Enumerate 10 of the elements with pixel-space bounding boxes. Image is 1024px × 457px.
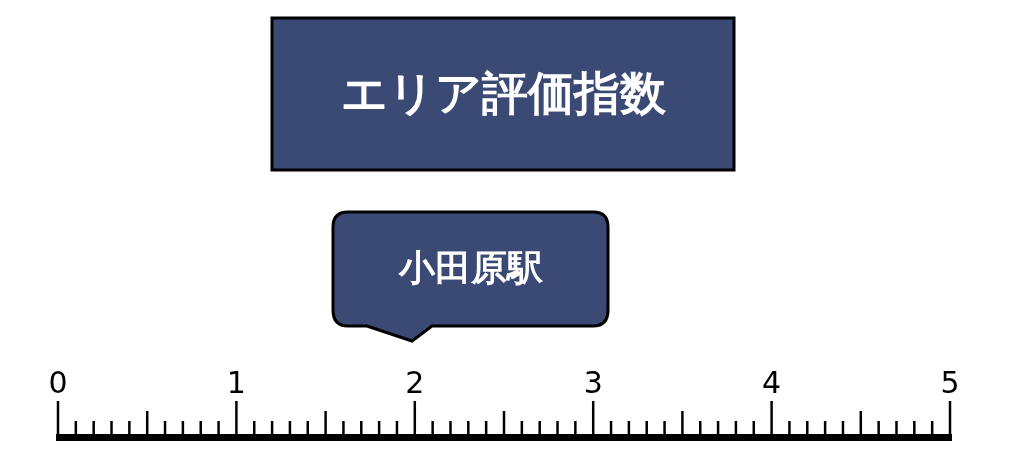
scale-number: 3 [583,368,603,398]
scale-number: 2 [405,368,425,398]
scale-number: 0 [48,368,68,398]
scale-number: 5 [940,368,960,398]
title-box [271,17,735,171]
scale-number: 1 [226,368,246,398]
heading: エリア評価指数 [340,65,666,122]
scale-number: 4 [762,368,782,398]
station-name: 小田原駅 [398,246,543,290]
callout-bubble [332,211,609,342]
